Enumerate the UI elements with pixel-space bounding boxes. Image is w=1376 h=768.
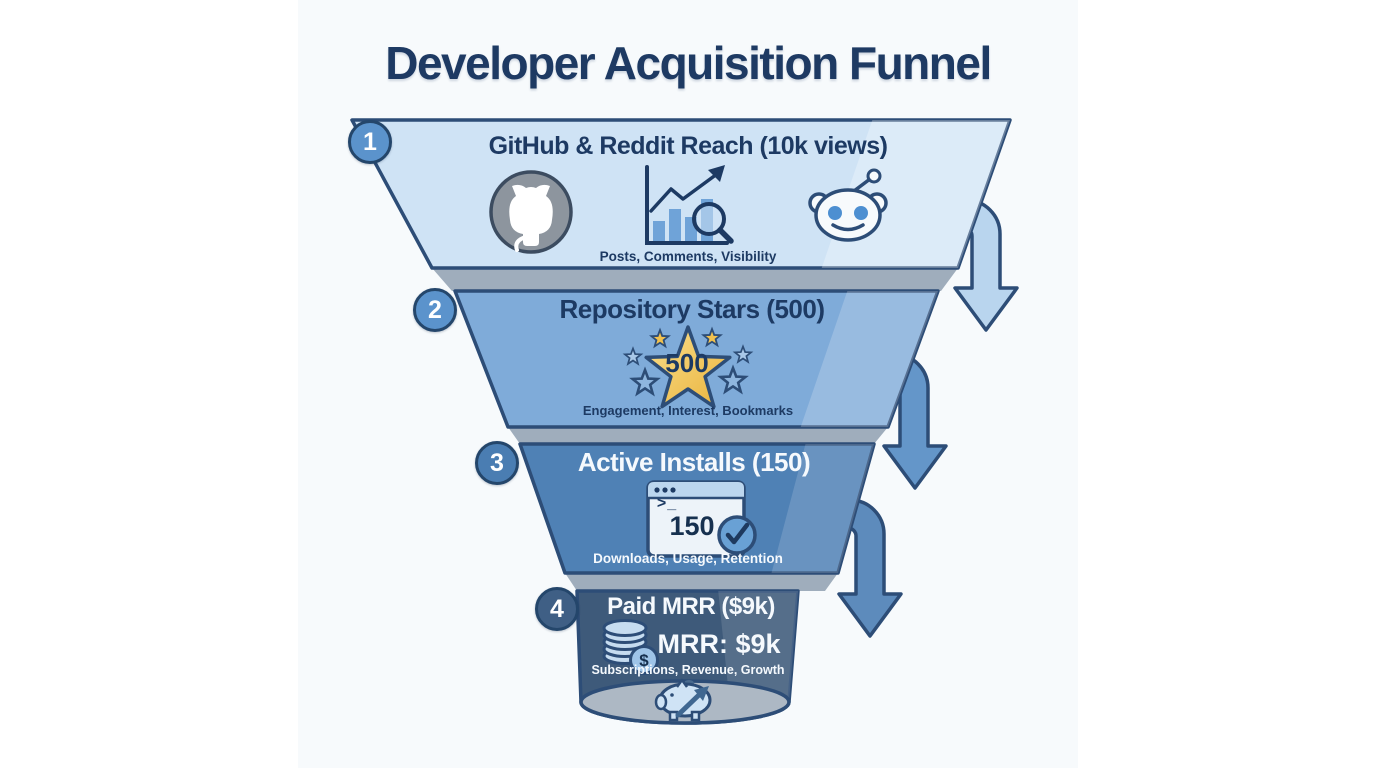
small-star-icon	[717, 364, 749, 395]
stage-3-heading: Active Installs (150)	[577, 447, 811, 477]
terminal-prompt-label: >_	[656, 495, 678, 512]
piggy-bank-icon	[654, 678, 712, 722]
page-title: Developer Acquisition Funnel	[385, 37, 992, 89]
coin-dollar-symbol: $	[639, 651, 649, 670]
small-star-icon	[622, 346, 644, 366]
stage-4-number-badge: 4	[535, 587, 579, 631]
stage-2-caption: Engagement, Interest, Bookmarks	[582, 403, 794, 418]
stage-3-caption: Downloads, Usage, Retention	[593, 551, 783, 566]
stage-2-highlight	[800, 291, 938, 427]
stage-4-caption: Subscriptions, Revenue, Growth	[591, 663, 785, 677]
funnel-graphic: $	[350, 118, 1019, 725]
terminal-window-icon	[646, 480, 757, 558]
connector-band-1	[432, 268, 958, 291]
github-icon	[489, 170, 573, 254]
small-star-icon	[701, 326, 723, 348]
stage-2-heading: Repository Stars (500)	[559, 294, 825, 324]
stage-4-highlight	[718, 591, 798, 706]
install-count-label: 150	[669, 511, 715, 541]
stage-2-number-badge: 2	[413, 288, 457, 332]
check-circle-icon	[717, 515, 757, 555]
small-star-icon	[629, 366, 661, 397]
stage-3-number-badge: 3	[475, 441, 519, 485]
connector-band-3	[565, 573, 838, 591]
star-rating-icon	[622, 325, 754, 409]
mrr-value-label: MRR: $9k	[657, 629, 781, 659]
coin-stack-icon: $	[602, 619, 659, 675]
small-star-icon	[732, 344, 754, 364]
stage-4-heading: Paid MRR ($9k)	[607, 593, 775, 620]
stage-1-caption: Posts, Comments, Visibility	[599, 249, 777, 264]
stage-1-heading: GitHub & Reddit Reach (10k views)	[488, 132, 888, 160]
star-count-label: 500	[665, 348, 709, 378]
stage-1-number-badge: 1	[348, 120, 392, 164]
big-star-icon	[644, 325, 732, 409]
growth-chart-icon	[645, 165, 734, 245]
small-star-icon	[649, 327, 671, 349]
reddit-icon	[808, 168, 888, 242]
connector-band-2	[508, 427, 888, 444]
infographic-canvas: $ Developer Acquisition Funnel 1 2 3 4 G…	[298, 0, 1078, 768]
